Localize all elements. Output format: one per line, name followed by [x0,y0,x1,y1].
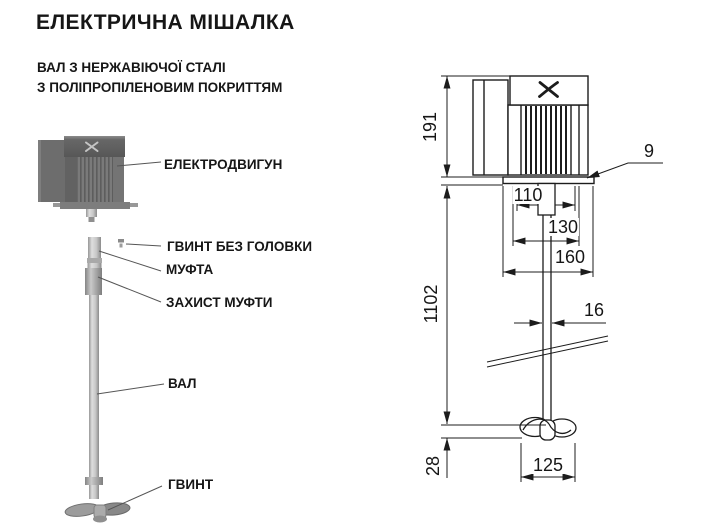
dimension-propeller-diameter: 125 [531,455,565,475]
coupling-ring [87,258,102,263]
coupling-guard-sleeve [85,268,102,295]
dimension-mount-width-outer: 160 [553,247,587,267]
motor-ribs [77,156,113,202]
part-label-coupling: МУФТА [166,262,214,277]
motor-drawing-body [507,104,589,176]
fan-icon [85,141,99,152]
motor-drawing-left-block [472,79,509,176]
shaft-drawing [542,215,552,420]
leader-propeller [107,485,163,511]
headless-screw-illustration [118,239,124,248]
dimension-extension-lines [441,75,594,482]
motor-left-highlight [38,140,41,202]
motor-body-strip [65,156,77,202]
part-label-headless-screw: ГВИНТ БЕЗ ГОЛОВКИ [167,239,313,254]
leader-shaft [96,383,165,395]
motor-shaft-stub [86,209,97,217]
part-label-propeller: ГВИНТ [168,477,214,492]
motor-illustration [38,136,138,222]
leader-headless-screw [125,243,162,247]
coupling-top [88,237,101,258]
motor-right-panel [113,156,124,202]
shaft-rod [89,295,99,477]
dimension-propeller-height: 28 [423,454,443,478]
propeller-hub-bottom [93,515,107,523]
break-lines [486,335,609,368]
motor-shaft-tip [88,217,95,222]
dimension-lines [443,76,606,481]
leader-plate-thickness [586,162,663,179]
leader-lines [96,161,165,511]
leader-coupling [98,250,162,272]
subtitle: ВАЛ З НЕРЖАВІЮЧОЇ СТАЛІ З ПОЛІПРОПІЛЕНОВ… [37,58,282,98]
part-label-coupling-guard: ЗАХИСТ МУФТИ [166,295,273,310]
leader-coupling-guard [97,276,162,303]
propeller-drawing [519,416,577,441]
dimension-mount-width-middle: 130 [546,217,580,237]
part-label-motor: ЕЛЕКТРОДВИГУН [164,157,283,172]
subtitle-line-1: ВАЛ З НЕРЖАВІЮЧОЇ СТАЛІ [37,60,226,75]
motor-left-block [38,140,66,202]
page-title: ЕЛЕКТРИЧНА МІШАЛКА [36,11,295,34]
dimension-motor-height: 191 [420,110,440,144]
mounting-plate [502,176,595,185]
dimension-shaft-diameter: 16 [582,300,606,320]
leader-motor [116,161,162,167]
propeller-illustration [64,502,131,523]
dimension-shaft-length: 1102 [421,283,441,325]
subtitle-line-2: З ПОЛІПРОПІЛЕНОВИМ ПОКРИТТЯМ [37,80,283,95]
part-label-shaft: ВАЛ [168,376,197,391]
shaft-collar [85,477,103,485]
motor-fan-cover [64,136,125,157]
shaft-bottom-stub [89,485,99,499]
coupling-ring-2 [87,263,102,268]
motor-base [60,202,130,209]
fan-icon [538,81,559,98]
motor-outline [472,75,589,176]
shaft-illustration [85,237,124,499]
motor-drawing-ribs [525,106,567,174]
dimension-plate-thickness: 9 [642,141,656,161]
motor-drawing-fan-cover [509,75,589,106]
dimension-mount-width-inner: 110 [512,185,544,205]
